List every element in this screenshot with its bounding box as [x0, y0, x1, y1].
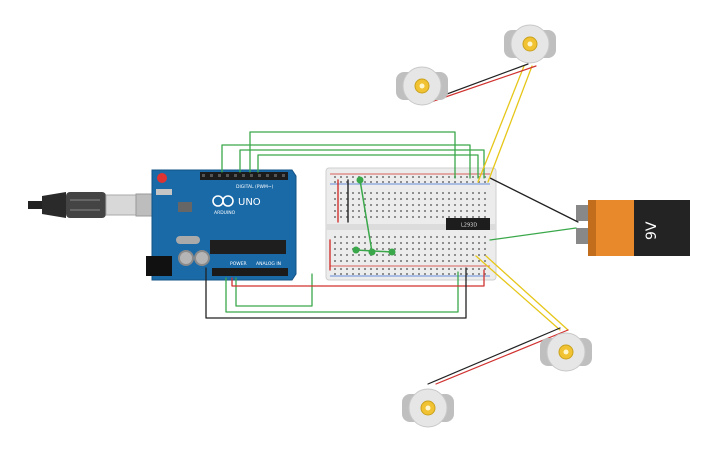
arduino-model-label: UNO: [238, 197, 261, 208]
wires[interactable]: [205, 63, 579, 385]
digital-header-label: DIGITAL (PWM~): [236, 184, 274, 190]
atmega-chip: [210, 240, 286, 254]
wire-green-4: [257, 154, 479, 179]
motor-top-left[interactable]: [396, 66, 448, 106]
l293d-label: L293D: [461, 223, 477, 229]
wire-green-5: [225, 271, 459, 313]
arduino-uno-board[interactable]: DIGITAL (PWM~) UNO ARDUINO POWER ANALOG …: [146, 169, 297, 281]
analog-header-label: ANALOG IN: [256, 261, 281, 267]
wire-black-1: [205, 267, 467, 319]
reset-button-icon[interactable]: [157, 173, 167, 183]
wire-green-6: [235, 273, 313, 307]
wire-red-1: [231, 269, 485, 287]
motor-top-right[interactable]: [504, 24, 556, 64]
wire-yellow-1: [477, 65, 525, 183]
wire-yellow-4: [485, 255, 569, 331]
wire-black-2: [489, 177, 579, 223]
arduino-brand-label: ARDUINO: [214, 210, 236, 216]
l293d-chip[interactable]: [446, 218, 490, 230]
wire-yellow-3: [475, 255, 561, 331]
wire-yellow-2: [487, 65, 533, 183]
battery-voltage-label: 9V: [644, 221, 660, 240]
wire-black-4: [427, 327, 561, 385]
motor-bottom-right[interactable]: [540, 332, 592, 372]
power-header-label: POWER: [230, 261, 247, 267]
wire-green-9: [489, 227, 577, 241]
breadboard[interactable]: L293D: [325, 167, 497, 281]
usb-cable-icon[interactable]: [28, 192, 155, 218]
wire-green-7: [359, 179, 373, 253]
battery-9v[interactable]: 9V: [576, 200, 690, 256]
power-jack-icon: [146, 256, 172, 276]
wire-green-1: [221, 144, 471, 179]
wire-green-2: [239, 149, 485, 179]
motor-bottom-left[interactable]: [402, 388, 454, 428]
